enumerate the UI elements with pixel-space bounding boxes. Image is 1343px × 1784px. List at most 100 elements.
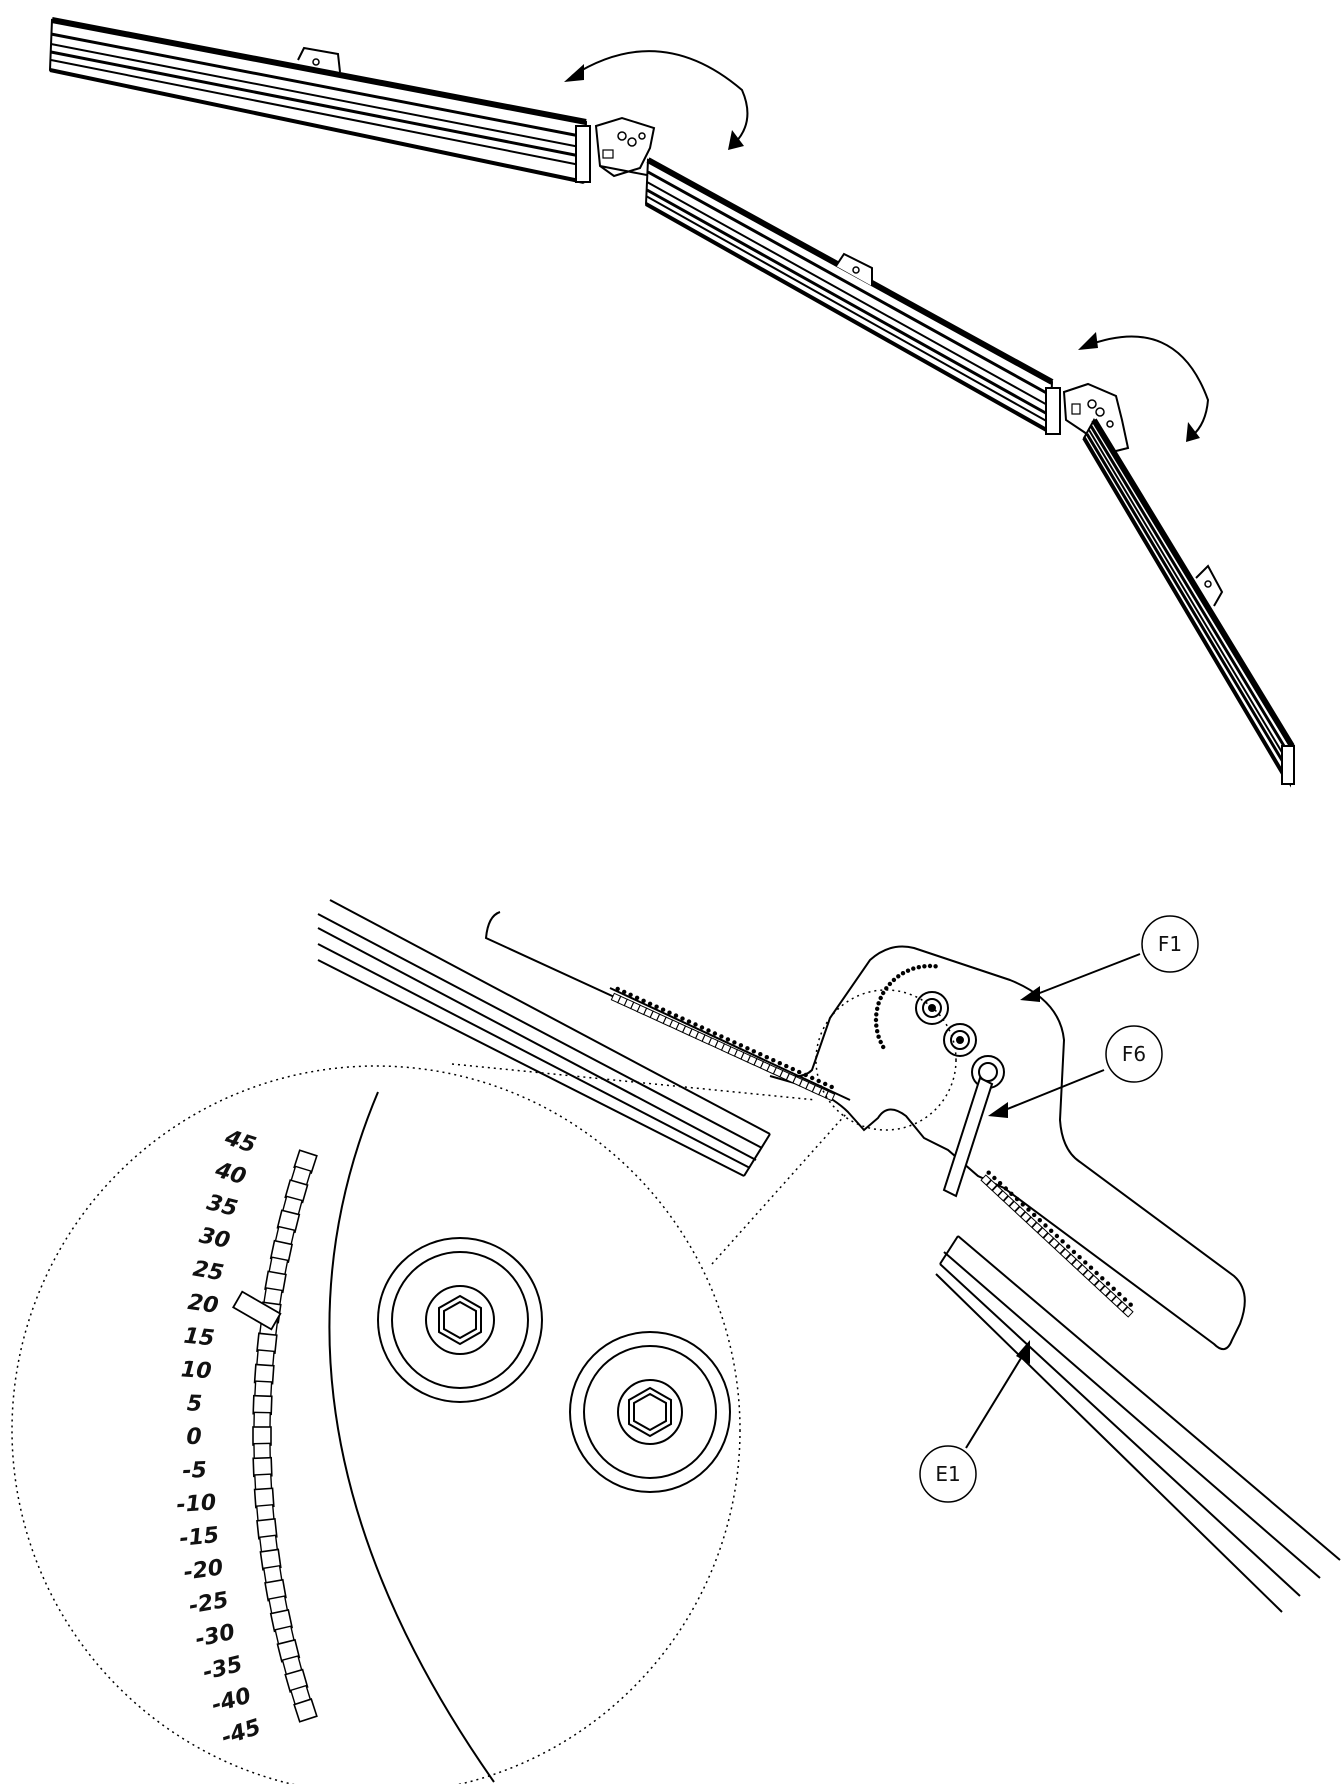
callout-f1-leader	[1020, 953, 1141, 1002]
bracket-tick-dot	[1105, 1281, 1111, 1286]
bracket-tick-dot	[699, 1025, 705, 1030]
bracket-tick-dot	[1020, 1202, 1025, 1207]
bracket-tick-dot	[992, 1175, 997, 1181]
bracket-tick	[991, 1184, 1004, 1197]
bracket-tick-dot	[628, 992, 633, 997]
bracket-tick	[997, 1190, 1009, 1202]
scale-label: -5	[182, 1458, 207, 1484]
bracket-tick	[1076, 1264, 1089, 1276]
bracket-tick-dot	[1060, 1239, 1065, 1244]
bracket-tick-dot	[1026, 1207, 1031, 1212]
pivot-arc-tick	[878, 995, 883, 1001]
bracket-tick-dot	[1128, 1302, 1133, 1307]
bracket-tick	[1122, 1306, 1134, 1318]
bracket-tick-dot	[803, 1072, 808, 1078]
scale-tick-box	[293, 1698, 318, 1723]
joint-bracket-1	[594, 116, 656, 178]
joint-bracket-2	[1062, 382, 1130, 454]
pivot-arc-tick	[905, 968, 911, 973]
bracket-tick-dot	[1117, 1291, 1122, 1297]
pivot-arc-tick	[874, 1023, 879, 1028]
scale-minor-tick-box	[253, 1411, 271, 1430]
bracket-tick-dot	[1037, 1218, 1043, 1223]
bracket-upper-scale	[609, 987, 851, 1101]
pivot-detail-circle	[815, 989, 957, 1131]
scale-label: 10	[180, 1357, 212, 1384]
bracket-tick-dot	[745, 1046, 750, 1051]
pivot-arc-tick	[922, 964, 927, 969]
pivot-arc-tick	[876, 1001, 881, 1006]
bracket-tick-dot	[680, 1016, 685, 1021]
bracket-tick-dot	[764, 1055, 769, 1060]
bracket-tick	[1065, 1253, 1077, 1265]
callout-f6-leader	[988, 1069, 1105, 1118]
bracket-tick-dot	[829, 1084, 834, 1090]
scale-tick-box	[252, 1426, 272, 1446]
scale-label: 20	[186, 1290, 220, 1319]
scale-label: -10	[176, 1490, 217, 1518]
bracket-tick-dot	[686, 1019, 692, 1024]
hex-key-tool	[942, 1076, 994, 1198]
bracket-tick-dot	[823, 1081, 828, 1087]
left-rail	[48, 17, 591, 184]
pivot-arc-tick	[896, 974, 901, 979]
bracket-tick-dot	[732, 1040, 737, 1045]
rotation-arrow-2	[1078, 332, 1210, 442]
right-rail	[1082, 418, 1295, 788]
bracket-tick	[1082, 1269, 1094, 1281]
bracket-tick	[1054, 1242, 1066, 1255]
pivot-arc-tick	[881, 990, 886, 996]
scale-label: 25	[191, 1257, 226, 1287]
bracket-tick-dot	[1111, 1286, 1116, 1292]
callout-e1-leader	[965, 1340, 1030, 1449]
bracket-tick	[1031, 1221, 1043, 1234]
bracket-tick-dot	[673, 1013, 679, 1018]
bracket-tick-dot	[810, 1075, 815, 1081]
bracket-tick-dot	[647, 1001, 653, 1006]
callout-f1: F1	[1141, 915, 1199, 973]
bracket-tick-dot	[641, 998, 646, 1003]
joint-detail-view: F1 F6 E1	[11, 899, 1341, 1784]
bracket-tick	[1116, 1301, 1128, 1313]
bracket-tick-dot	[1094, 1270, 1099, 1276]
bracket-tick-dot	[712, 1031, 718, 1036]
zoom-connector-lines	[451, 1063, 847, 1265]
middle-rail	[644, 157, 1061, 435]
scale-label: 5	[186, 1391, 202, 1417]
scale-label: 0	[186, 1425, 201, 1450]
bracket-tick	[1071, 1258, 1083, 1271]
bracket-tick	[1037, 1227, 1049, 1239]
bracket-tick-dot	[1054, 1233, 1060, 1239]
svg-text:F1: F1	[1158, 932, 1182, 956]
bracket-tick-dot	[751, 1049, 756, 1054]
bracket-tick	[1110, 1295, 1123, 1308]
pivot-arc-tick	[911, 966, 916, 971]
callout-f6: F6	[1105, 1025, 1163, 1083]
bracket-tick-dot	[771, 1058, 776, 1063]
bracket-tick-dot	[719, 1034, 724, 1039]
bracket-tick	[1093, 1279, 1106, 1292]
bracket-tick-dot	[997, 1181, 1003, 1186]
scale-tick-box	[252, 1394, 273, 1416]
magnified-bolt-1	[377, 1237, 543, 1403]
bracket-tick-dot	[1009, 1191, 1014, 1197]
bracket-tick-dot	[1071, 1249, 1077, 1255]
detail-lower-rail	[935, 1235, 1341, 1613]
bracket-tick-dot	[1066, 1244, 1071, 1249]
scale-label: 15	[183, 1324, 216, 1352]
bracket-tick-dot	[693, 1022, 698, 1027]
bracket-tick-dot	[622, 989, 627, 995]
bracket-tick-dot	[660, 1007, 666, 1012]
bracket-tick	[1105, 1290, 1117, 1302]
scale-indicator	[232, 1290, 282, 1331]
pivot-arc-tick	[884, 986, 889, 991]
bracket-tick-dot	[1049, 1228, 1054, 1234]
bracket-tick-dot	[667, 1010, 672, 1015]
pivot-arc-tick	[874, 1012, 879, 1017]
bracket-tick	[1088, 1274, 1100, 1286]
bracket-tick-dot	[738, 1043, 744, 1048]
scale-label: -20	[182, 1555, 225, 1585]
bracket-tick	[1048, 1237, 1060, 1250]
pivot-arc-tick	[876, 1034, 881, 1039]
bracket-tick	[1099, 1285, 1111, 1297]
